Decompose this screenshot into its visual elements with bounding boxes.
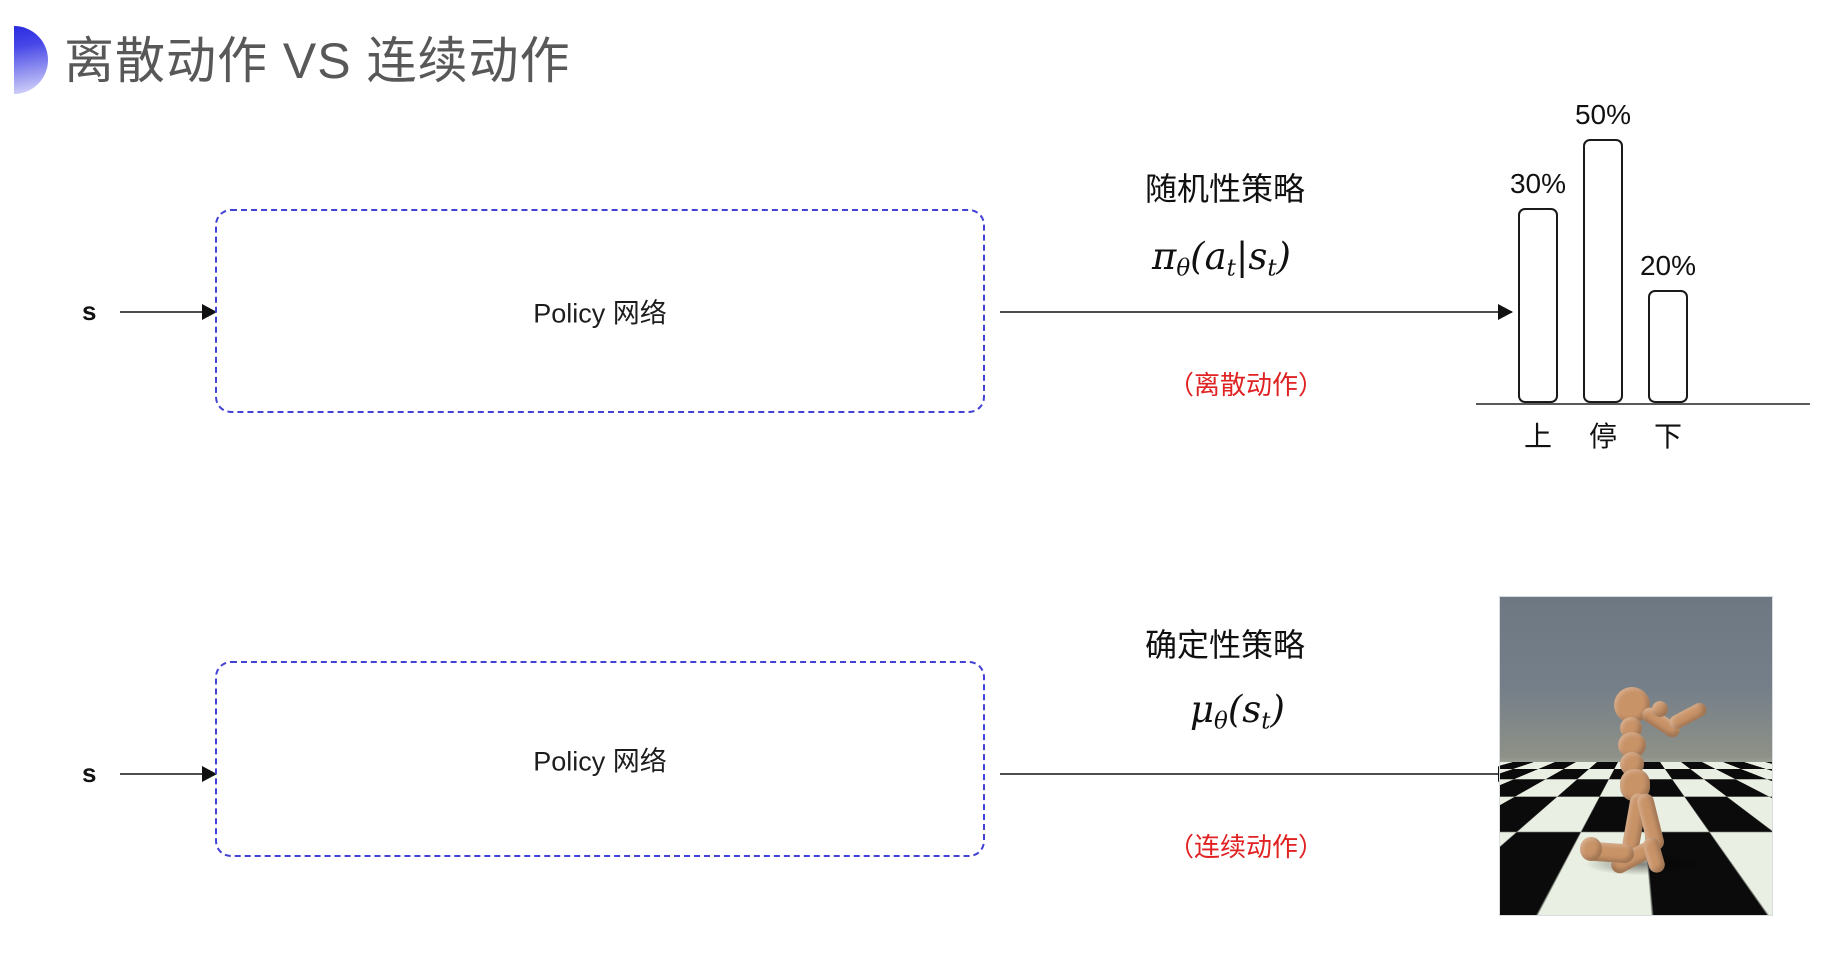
humanoid-heel [1580,837,1602,861]
policy-type-caption-discrete: 随机性策略 [1145,171,1306,207]
formula-state-subscript: t [1267,255,1277,282]
bar-group-2: 20% 下 [1640,250,1696,452]
action-probability-bar-chart: 30% 上 50% 停 20% 下 [1470,95,1810,452]
formula-close-paren: ) [1276,235,1291,278]
bar-rect-0[interactable] [1518,208,1558,403]
bar-value-1: 50% [1574,99,1632,130]
formula-state-subscript-2: t [1261,708,1271,735]
policy-network-box-discrete[interactable]: Policy 网络 [215,209,985,413]
formula-action-subscript: t [1226,255,1236,282]
bar-category-1: 停 [1588,421,1618,452]
policy-type-caption-continuous: 确定性策略 [1145,627,1306,663]
formula-close-paren-2: ) [1270,688,1285,731]
output-arrow-continuous [1000,773,1512,775]
policy-network-label-continuous: Policy 网络 [533,746,667,777]
input-arrow-discrete [120,311,216,313]
title-bullet-icon [14,26,48,94]
policy-formula-discrete: πθ(at|st) [1152,235,1291,281]
bar-category-0: 上 [1523,421,1553,452]
policy-formula-continuous: μθ(st) [1190,688,1285,734]
bar-rect-2[interactable] [1648,290,1688,403]
formula-state-2: s [1242,688,1262,731]
formula-conditional-bar: | [1235,235,1249,278]
formula-state: s [1248,235,1268,278]
bar-rect-1[interactable] [1583,139,1623,403]
formula-action: a [1204,235,1227,278]
action-space-note-continuous: （连续动作） [1168,832,1325,862]
bar-value-2: 20% [1639,250,1697,281]
output-arrow-discrete [1000,311,1512,313]
formula-open-paren: ( [1190,235,1205,278]
input-state-label-continuous: s [82,758,97,788]
chart-x-axis [1476,403,1810,405]
page-title: 离散动作 VS 连续动作 [64,33,571,89]
formula-symbol-mu: μ [1190,688,1215,731]
bar-group-0: 30% 上 [1510,168,1566,452]
bar-group-1: 50% 停 [1575,99,1631,452]
action-space-note-discrete: （离散动作） [1168,370,1325,400]
bar-category-2: 下 [1653,421,1683,452]
input-arrow-continuous [120,773,216,775]
formula-subscript-theta: θ [1176,255,1191,282]
formula-symbol: π [1152,235,1177,278]
formula-open-paren-2: ( [1227,688,1243,731]
humanoid-hand [1652,701,1668,717]
humanoid-simulation-image [1500,597,1772,915]
input-state-label-discrete: s [82,296,97,326]
formula-subscript-theta-2: θ [1214,708,1228,735]
policy-network-label-discrete: Policy 网络 [533,298,667,329]
policy-network-box-continuous[interactable]: Policy 网络 [215,661,985,857]
bar-value-0: 30% [1509,168,1567,199]
